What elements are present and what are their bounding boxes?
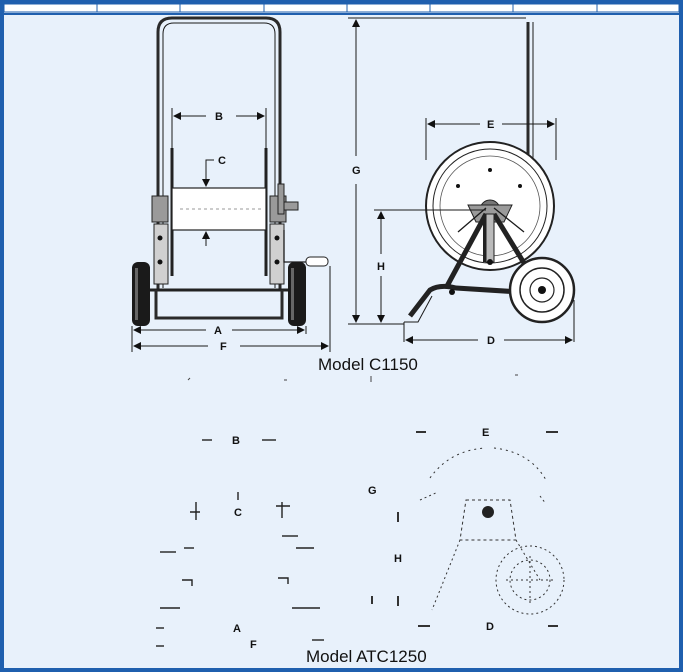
- dim-label-h-top: H: [377, 261, 385, 273]
- dim-label-d-top: D: [487, 335, 495, 347]
- atc1250-side-view: [371, 431, 565, 627]
- c1150-side-view: E G H D: [348, 17, 576, 347]
- dim-label-g-bottom: G: [368, 485, 377, 497]
- dim-label-h-bottom: H: [394, 553, 402, 565]
- dim-label-e-top: E: [487, 119, 494, 131]
- dim-label-a-bottom: A: [233, 623, 241, 635]
- stray-marks: [187, 374, 518, 382]
- atc1250-front-view: [156, 439, 324, 647]
- dim-label-c-top: C: [218, 155, 226, 167]
- dim-label-c-bottom: C: [234, 507, 242, 519]
- top-table-strip: [3, 3, 680, 13]
- dim-label-f-top: F: [220, 341, 227, 353]
- caption-model-c1150: Model C1150: [318, 355, 418, 374]
- dim-label-f-bottom: F: [250, 639, 257, 651]
- c1150-front-view: B C A F: [131, 16, 331, 353]
- dim-label-b-bottom: B: [232, 435, 240, 447]
- caption-model-atc1250: Model ATC1250: [306, 647, 427, 666]
- dim-label-a-top: A: [214, 325, 222, 337]
- dim-label-e-bottom: E: [482, 427, 489, 439]
- dim-label-d-bottom: D: [486, 621, 494, 633]
- dim-label-b-top: B: [215, 111, 223, 123]
- dim-label-g-top: G: [352, 165, 361, 177]
